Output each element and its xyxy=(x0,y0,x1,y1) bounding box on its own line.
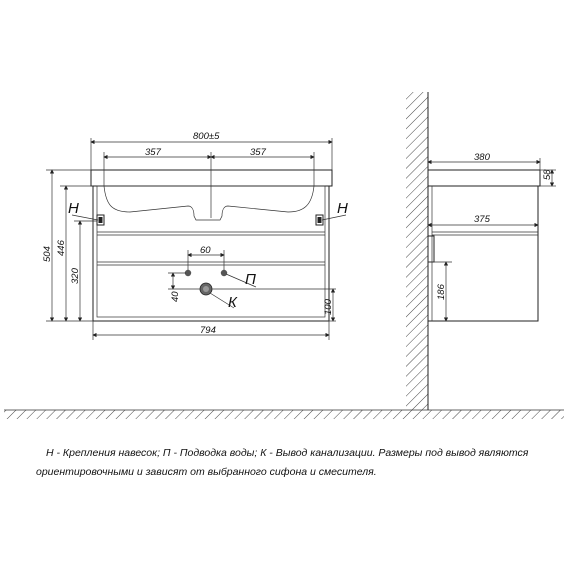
dim-offset-40: 40 xyxy=(170,291,181,302)
dim-width-total: 800±5 xyxy=(193,131,220,142)
basin-bowl xyxy=(103,185,315,221)
side-view: 380 58 375 186 xyxy=(406,92,556,410)
front-view: 800±5 357 357 504 446 320 60 40 xyxy=(42,131,348,340)
dim-height-186: 186 xyxy=(436,283,447,300)
side-basin-top xyxy=(427,169,541,187)
dim-height-320: 320 xyxy=(70,267,81,284)
side-cabinet xyxy=(427,185,539,322)
basin-top xyxy=(90,169,333,187)
label-mount-left: Н xyxy=(68,200,79,217)
dim-depth-top: 380 xyxy=(474,152,491,163)
caption-line-1: Н - Крепления навесок; П - Подводка воды… xyxy=(46,447,529,459)
dim-thickness: 58 xyxy=(542,169,553,180)
dim-half-right: 357 xyxy=(250,147,267,158)
dim-half-left: 357 xyxy=(145,147,162,158)
wall-hatch xyxy=(406,92,428,410)
caption: Н - Крепления навесок; П - Подводка воды… xyxy=(36,444,546,482)
label-water: П xyxy=(245,271,256,288)
label-mount-right: Н xyxy=(337,200,348,217)
dim-depth-body: 375 xyxy=(474,214,491,225)
dim-height-total: 504 xyxy=(42,246,53,262)
dim-offset-100: 100 xyxy=(323,298,334,315)
dim-height-446: 446 xyxy=(56,239,67,256)
dim-bottom-width: 794 xyxy=(200,325,216,336)
dim-spacing-60: 60 xyxy=(200,245,211,256)
water-inlet-left xyxy=(184,269,192,277)
floor-hatch xyxy=(4,409,564,419)
label-drain: К xyxy=(228,294,238,311)
caption-line-2: ориентировочными и зависят от выбранного… xyxy=(36,466,377,478)
water-inlet-right xyxy=(220,269,228,277)
